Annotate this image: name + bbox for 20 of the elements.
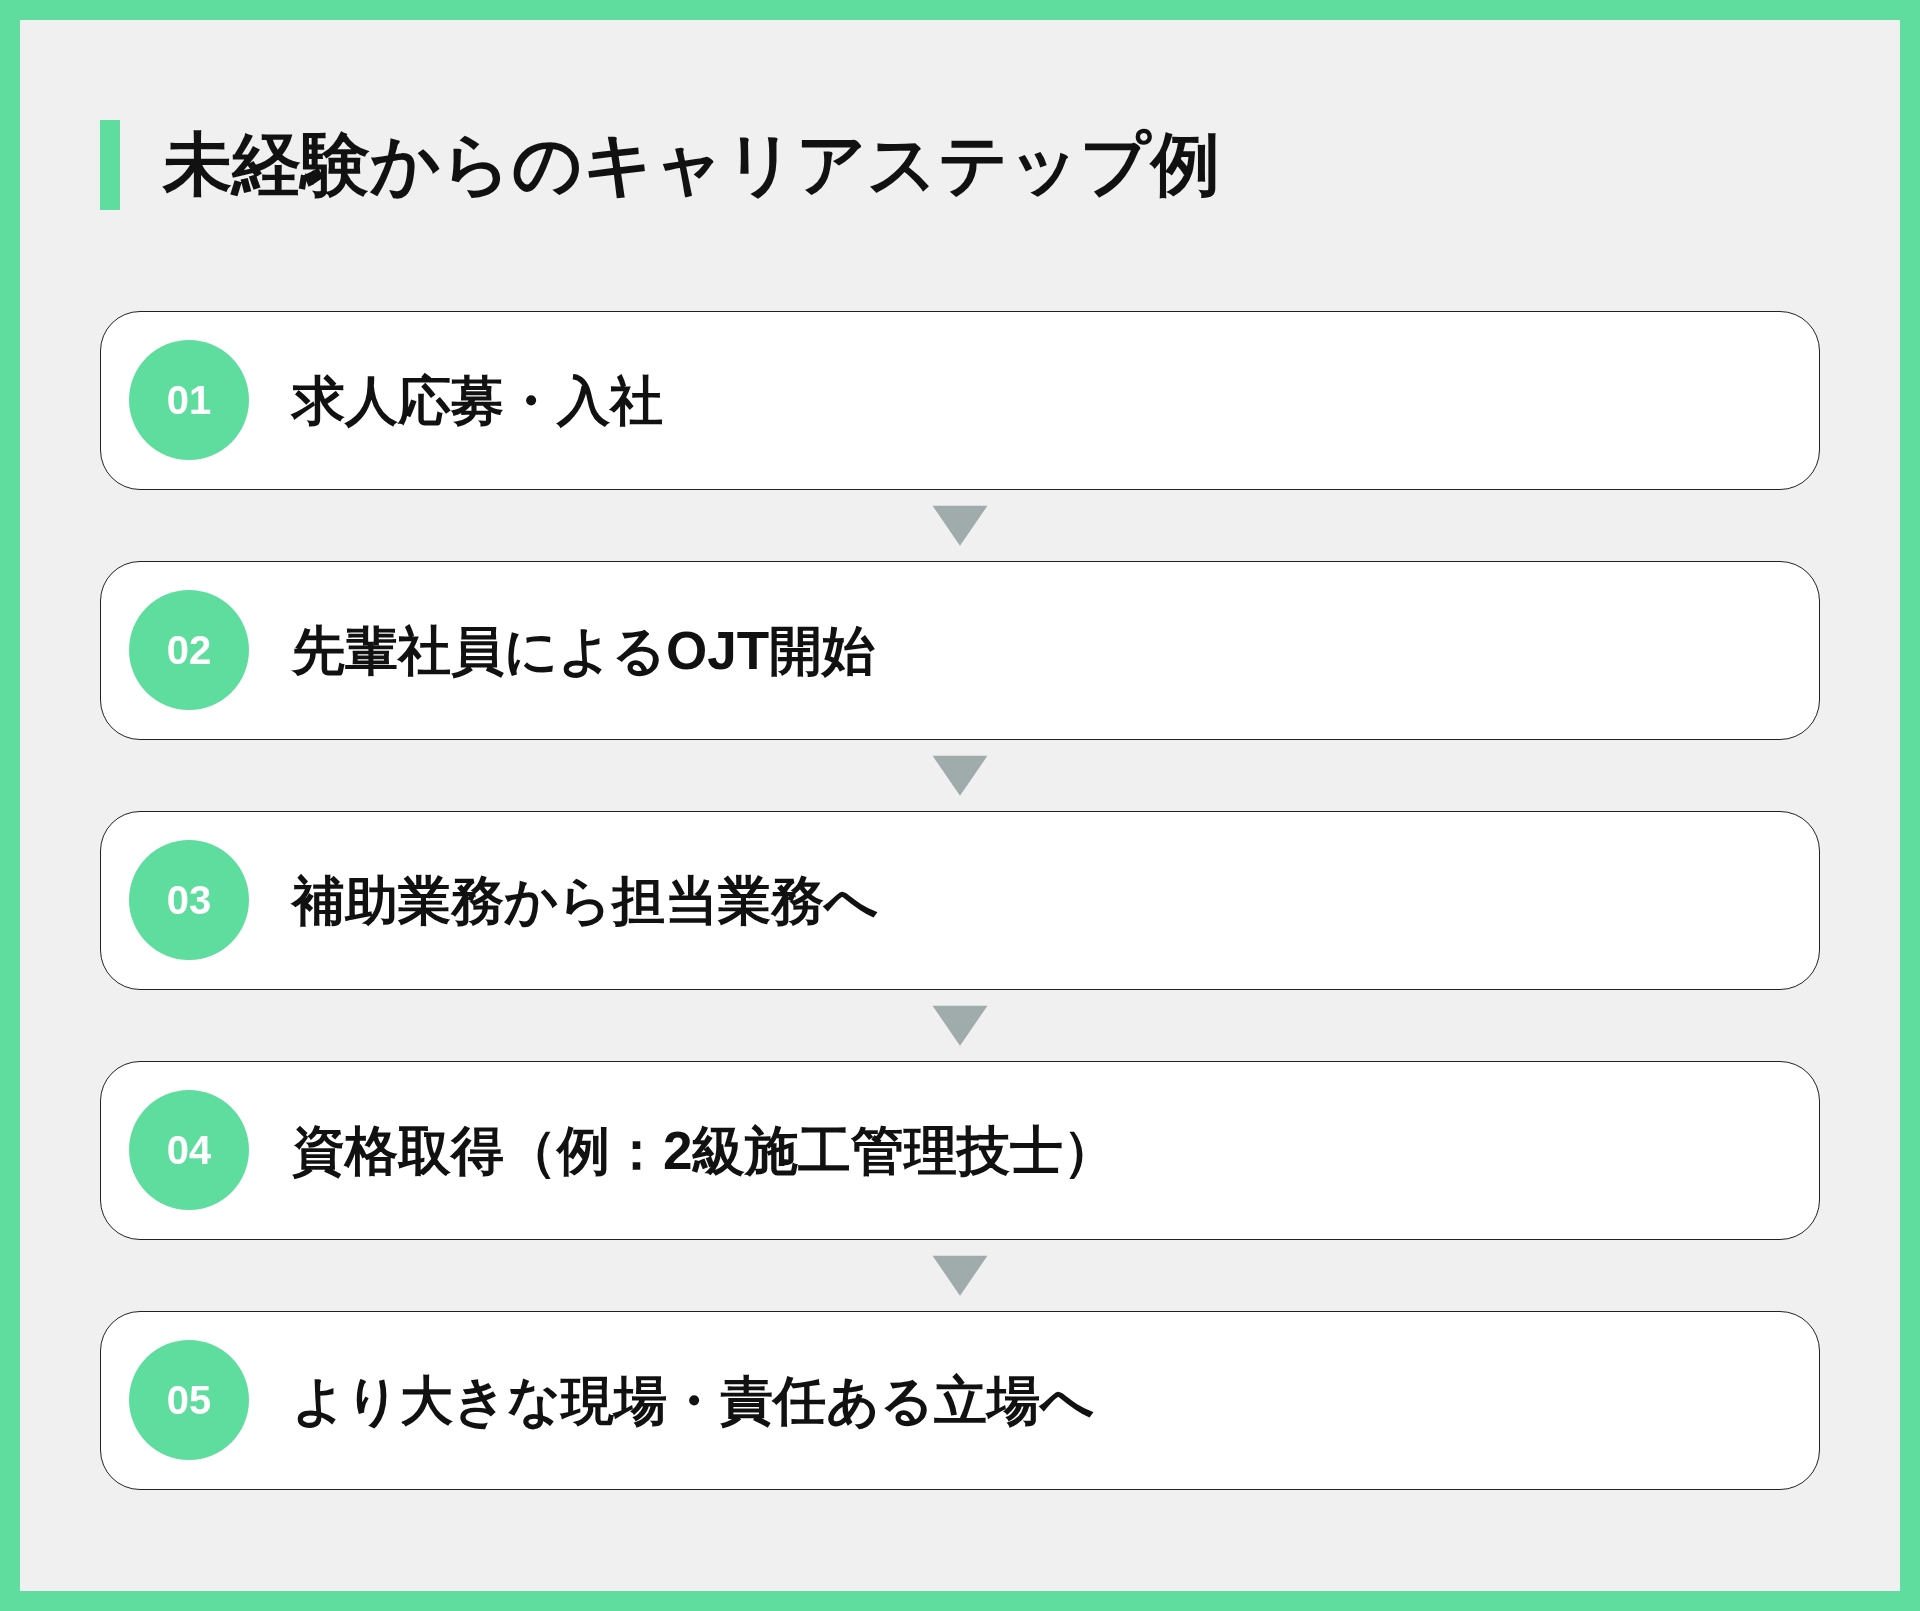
number-circle: 04 bbox=[129, 1090, 249, 1210]
step-text: 求人応募・入社 bbox=[292, 369, 663, 432]
number-circle: 02 bbox=[129, 590, 249, 710]
step-box bbox=[100, 811, 1820, 990]
step-box bbox=[100, 561, 1820, 740]
step-box bbox=[100, 1311, 1820, 1490]
step-text: 補助業務から担当業務へ bbox=[292, 869, 878, 932]
step-box bbox=[100, 311, 1820, 490]
arrow bbox=[932, 755, 988, 796]
number-circle: 03 bbox=[129, 840, 249, 960]
number-circle: 05 bbox=[129, 1340, 249, 1460]
step-box bbox=[100, 1061, 1820, 1240]
arrow bbox=[932, 505, 988, 546]
arrow bbox=[932, 1255, 988, 1296]
number-circle: 01 bbox=[129, 340, 249, 460]
title: 未経験からのキャリアステップ例 bbox=[163, 125, 1220, 205]
step-text: 資格取得（例：2級施工管理技士） bbox=[292, 1119, 1117, 1182]
step-text: より大きな現場・責任ある立場へ bbox=[292, 1369, 1094, 1432]
step-text: 先輩社員によるOJT開始 bbox=[292, 619, 876, 682]
arrow bbox=[932, 1005, 988, 1046]
